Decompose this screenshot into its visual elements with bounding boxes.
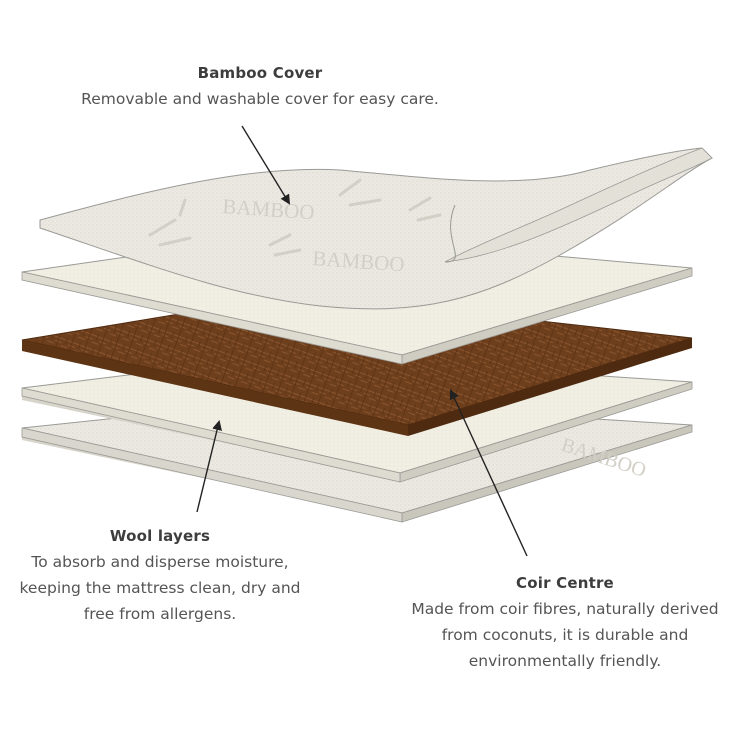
cover-pointer-arrow [241,125,291,205]
wool-title: Wool layers [109,527,211,545]
bamboo-leaf-icon [148,178,442,257]
coir-title: Coir Centre [516,574,614,592]
wool-description-line: free from allergens. [83,605,237,623]
wool-pointer-arrow [196,420,222,513]
bamboo-cover-layer: BAMBOO BAMBOO [39,147,713,310]
cover-label: Bamboo Cover Removable and washable cove… [18,60,502,112]
coir-pointer-arrow [449,389,528,557]
wool-description-line: keeping the mattress clean, dry and [19,579,301,597]
cover-description: Removable and washable cover for easy ca… [81,90,439,108]
cover-title: Bamboo Cover [197,64,323,82]
wool-label: Wool layers To absorb and disperse moist… [0,523,330,627]
coir-description-line: Made from coir fibres, naturally derived [411,600,719,618]
coir-label: Coir Centre Made from coir fibres, natur… [385,570,736,674]
coir-description-line: environmentally friendly. [468,652,662,670]
coir-description-line: from coconuts, it is durable and [441,626,689,644]
wool-description-line: To absorb and disperse moisture, [31,553,289,571]
